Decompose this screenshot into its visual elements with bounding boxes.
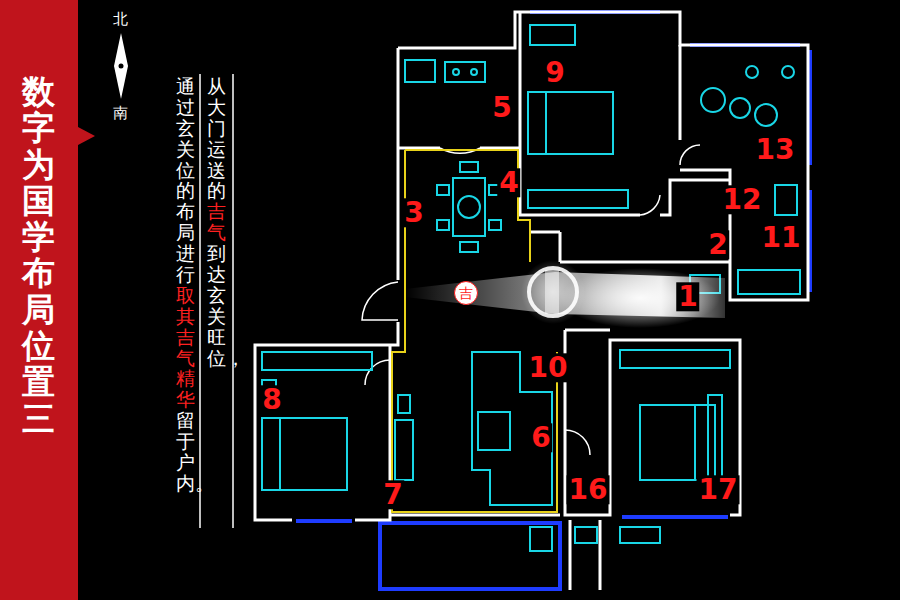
furniture-part — [782, 66, 794, 78]
column-text: 吉气 — [207, 201, 226, 243]
furniture-part — [262, 418, 280, 490]
qi-beam — [405, 260, 725, 328]
callout-number: 4 — [497, 168, 520, 197]
furniture-part — [453, 178, 485, 236]
callout-number: 6 — [529, 423, 552, 452]
furniture-part — [620, 350, 730, 368]
wall-part — [565, 330, 740, 515]
wall-part — [398, 12, 808, 300]
door-arc-part — [640, 195, 660, 215]
window-part — [622, 515, 728, 519]
living-outline — [392, 150, 557, 512]
callout-number: 3 — [402, 198, 425, 227]
callout-number: 9 — [543, 58, 566, 87]
furniture-part — [701, 88, 725, 112]
compass — [114, 33, 128, 99]
furniture-part — [262, 352, 372, 370]
furniture-part — [395, 420, 413, 480]
window-part — [296, 519, 352, 523]
wall-part — [530, 232, 560, 262]
qi-beam-part — [521, 260, 585, 324]
furniture-part — [405, 60, 435, 82]
door-arc-part — [362, 282, 398, 320]
window-part — [380, 523, 560, 589]
wall-part — [520, 12, 730, 215]
furniture-part — [437, 185, 449, 195]
furniture-part — [575, 527, 597, 543]
door-arc-part — [365, 360, 390, 385]
callout-number: 5 — [490, 93, 513, 122]
furniture-part — [528, 92, 613, 154]
furniture-part — [738, 270, 800, 294]
column-text: 取其吉气精华 — [176, 285, 195, 410]
furniture-part — [775, 185, 797, 215]
callout-number: 11 — [760, 223, 803, 252]
furniture-part — [489, 220, 501, 230]
column-text: 通过玄关位的布局进行 — [176, 76, 195, 285]
qi-beam-part — [545, 270, 559, 314]
furniture-part — [458, 196, 480, 218]
wall-part — [560, 261, 730, 264]
text-column: 通过玄关位的布局进行取其吉气精华留于户内。 — [176, 76, 195, 494]
wall-part — [565, 329, 610, 332]
wall-part — [390, 514, 560, 517]
wall — [255, 12, 808, 590]
door-arc-part — [565, 430, 590, 455]
furniture-part — [471, 69, 477, 75]
callout-number: 13 — [754, 135, 797, 164]
compass-south: 南 — [113, 104, 128, 123]
title: 数字为国学布局位置三 — [22, 74, 55, 437]
red-band-part — [0, 0, 78, 600]
callout-number: 16 — [567, 475, 610, 504]
furniture-part — [755, 104, 777, 126]
wall-part — [679, 45, 682, 140]
furniture-part — [460, 162, 478, 172]
text-column: 从大门运送的吉气到达玄关旺位， — [207, 76, 226, 368]
furniture-part — [746, 66, 758, 78]
furniture-part — [262, 418, 347, 490]
furniture-part — [530, 25, 575, 45]
callout-number: 10 — [527, 353, 570, 382]
wall-part — [255, 48, 398, 520]
compass-part — [119, 64, 124, 69]
wall-part — [570, 520, 600, 590]
furniture-part — [478, 412, 510, 450]
column-text: 留于户内。 — [176, 410, 195, 494]
furniture-part — [445, 62, 485, 82]
furniture-part — [460, 242, 478, 252]
furniture-part — [528, 190, 628, 208]
furniture — [262, 25, 800, 551]
column-rule-part — [232, 74, 234, 528]
furniture-part — [640, 405, 715, 480]
furniture-part — [453, 69, 459, 75]
furniture-part — [730, 98, 750, 118]
callout-number: 1 — [676, 282, 699, 311]
furniture-part — [695, 405, 715, 480]
seal-text: 吉 — [459, 286, 473, 300]
callout-number: 12 — [721, 185, 764, 214]
furniture-part — [620, 527, 660, 543]
window — [296, 12, 810, 589]
compass-part — [114, 33, 128, 99]
callout-number: 2 — [706, 230, 729, 259]
compass-north: 北 — [113, 10, 128, 29]
furniture-part — [528, 92, 546, 154]
callout-number: 7 — [381, 480, 404, 509]
furniture-part — [398, 395, 410, 413]
column-rule — [200, 74, 233, 528]
door-arc-part — [680, 145, 700, 165]
red-band-part — [78, 127, 95, 145]
callout-number: 8 — [260, 385, 283, 414]
red-band — [0, 0, 95, 600]
column-rule-part — [199, 74, 201, 528]
callout-number: 17 — [697, 475, 740, 504]
lucky-seal: 吉 — [454, 281, 478, 305]
column-text: 从大门运送的 — [207, 76, 226, 201]
furniture-part — [530, 527, 552, 551]
column-text: 到达玄关旺位， — [207, 243, 226, 368]
furniture-part — [437, 220, 449, 230]
